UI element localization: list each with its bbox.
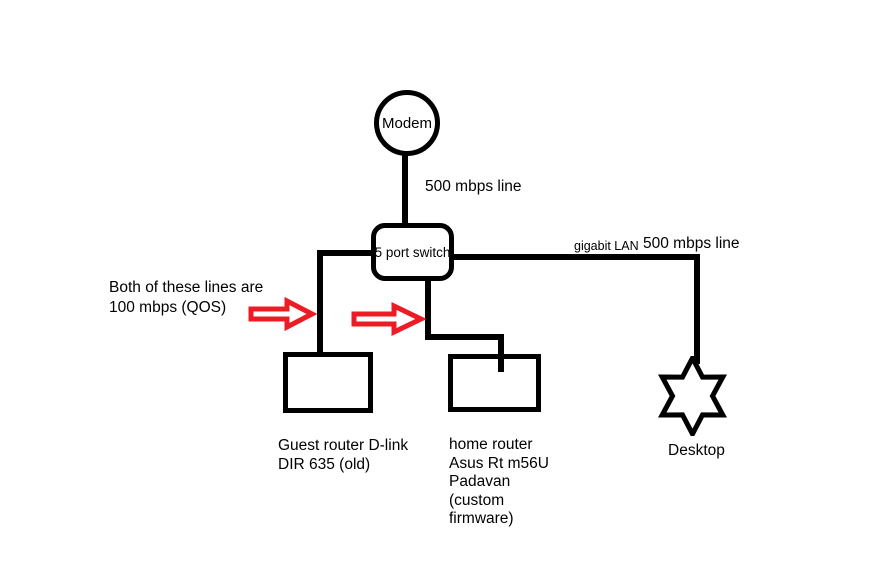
desktop-star-icon [657,356,728,436]
home-router-label: home router Asus Rt m56U Padavan (custom… [449,436,549,529]
qos-note: Both of these lines are 100 mbps (QOS) [109,278,263,318]
home-router-label-line-1: home router [449,436,533,453]
home-router-label-line-5: firmware) [449,510,514,527]
qos-note-line-2: 100 mbps (QOS) [109,299,227,316]
modem-label: Modem [381,114,433,132]
line-into-home-router [498,334,504,372]
qos-note-line-1: Both of these lines are [109,279,264,296]
switch-node: 5 port switch [371,223,454,281]
line-to-home-router-horizontal [425,334,504,340]
line-switch-right-horizontal [452,254,700,260]
line-to-guest-router [317,250,323,354]
home-router-label-line-3: Padavan [449,473,511,490]
modem-line-speed-label: 500 mbps line [425,178,522,195]
guest-router-box [283,352,373,413]
home-router-label-line-2: Asus Rt m56U [449,454,549,472]
line-switch-bottom-vertical [425,278,431,340]
guest-router-label: Guest router D-link DIR 635 (old) [278,436,408,474]
line-modem-to-switch [402,147,408,225]
line-to-desktop [694,254,700,364]
guest-router-label-line-2: DIR 635 (old) [278,456,371,473]
qos-arrow-left-icon [248,297,317,331]
qos-arrow-right-icon [351,302,426,336]
guest-router-label-line-1: Guest router D-link [278,437,409,454]
desktop-line-speed-label: 500 mbps line [643,235,740,252]
line-switch-left-horizontal [317,250,375,256]
home-router-label-line-4: (custom [449,491,505,509]
gigabit-lan-label: gigabit LAN [574,239,639,253]
modem-node: Modem [374,90,440,156]
home-router-box [448,354,541,412]
desktop-label: Desktop [668,442,725,459]
switch-label: 5 port switch [374,244,451,260]
